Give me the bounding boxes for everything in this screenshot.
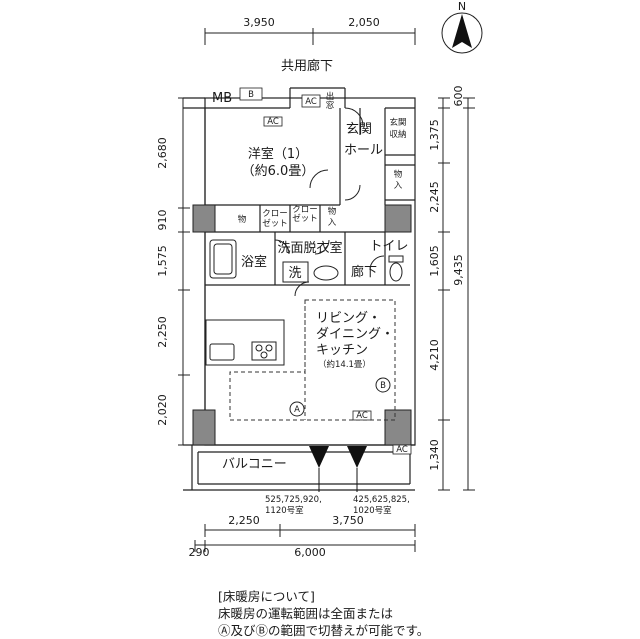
storage-label-2: 入 bbox=[394, 181, 403, 191]
units-right-2: 1020号室 bbox=[353, 505, 392, 516]
stove-icon bbox=[251, 341, 277, 361]
doors bbox=[274, 107, 385, 297]
kitchen bbox=[205, 319, 285, 366]
units-left-1: 525,725,920, bbox=[265, 495, 322, 505]
north-compass bbox=[441, 12, 483, 54]
columns bbox=[192, 204, 412, 446]
mb-label: MB bbox=[212, 91, 232, 106]
dim-top-1: 3,950 bbox=[243, 16, 275, 29]
balcony-label: バルコニー bbox=[222, 457, 287, 472]
ac-label-4: AC bbox=[396, 445, 408, 455]
note-heading: [床暖房について] bbox=[218, 589, 315, 604]
dim-right-1: 1,375 bbox=[428, 119, 441, 151]
zone-b-label: B bbox=[380, 381, 386, 391]
hall-label: ホール bbox=[344, 143, 383, 158]
dim-left-4: 2,250 bbox=[156, 316, 169, 348]
closet-label-1b: ゼット bbox=[262, 218, 288, 229]
washroom-label: 洗面脱衣室 bbox=[277, 240, 342, 256]
toilet-icon bbox=[388, 255, 404, 282]
genkan-storage-label-2: 収納 bbox=[389, 129, 406, 140]
dim-left-2: 910 bbox=[156, 210, 169, 231]
dimension-lines bbox=[178, 28, 475, 552]
sink-icon bbox=[209, 343, 235, 361]
dim-left-5: 2,020 bbox=[156, 394, 169, 426]
storage-small-label: 物 bbox=[238, 214, 247, 225]
floor-heating-zones bbox=[229, 299, 396, 421]
ldk-label-2: ダイニング・ bbox=[316, 327, 394, 342]
zone-a-label: A bbox=[294, 405, 300, 415]
corridor-label: 共用廊下 bbox=[281, 58, 333, 74]
closet-label-2a: クロー bbox=[292, 205, 318, 215]
units-left-2: 1120号室 bbox=[265, 505, 304, 516]
rouka-label: 廊下 bbox=[351, 264, 377, 280]
storage-mini-label-1: 物 bbox=[328, 206, 337, 217]
storage-mini-label-2: 入 bbox=[328, 218, 337, 228]
window-label: 窓 bbox=[326, 100, 335, 111]
toilet-label: トイレ bbox=[369, 239, 408, 254]
genkan-storage-label-1: 玄関 bbox=[389, 117, 406, 128]
dim-right-3: 1,605 bbox=[428, 245, 441, 277]
note-line-2a: Ⓐ及び bbox=[218, 623, 256, 638]
dim-top-2: 2,050 bbox=[348, 16, 380, 29]
ldk-label-3: キッチン bbox=[316, 343, 368, 358]
western-room-label-2: （約6.0畳） bbox=[242, 164, 315, 179]
dim-right-5: 1,340 bbox=[428, 439, 441, 471]
dim-outer-1: 600 bbox=[452, 86, 465, 107]
b-label: B bbox=[248, 90, 254, 100]
wash-basin bbox=[282, 261, 339, 283]
dim-bottom-1: 2,250 bbox=[228, 514, 260, 527]
north-label: N bbox=[458, 0, 466, 13]
wash-label: 洗 bbox=[288, 266, 301, 281]
note-line-2b: Ⓑの範囲で切替えが可能です。 bbox=[255, 623, 430, 638]
dim-bottom-3: 290 bbox=[189, 546, 210, 559]
closet-label-2b: ゼット bbox=[292, 213, 318, 224]
ldk-label-4: （約14.1畳） bbox=[318, 359, 371, 370]
vent-leaders bbox=[318, 468, 358, 492]
floor-plan bbox=[178, 12, 483, 552]
ac-label: AC bbox=[267, 117, 279, 127]
dim-bottom-4: 6,000 bbox=[294, 546, 326, 559]
plan-labels: 3,950 2,050 2,680 910 1,575 2,250 2,020 … bbox=[156, 0, 466, 559]
dim-bottom-2: 3,750 bbox=[332, 514, 364, 527]
floor-heating-note: [床暖房について] 床暖房の運転範囲は全面または Ⓐ及びⒷの範囲で切替えが可能で… bbox=[218, 588, 429, 639]
ac-label-3: AC bbox=[356, 411, 368, 421]
dim-right-2: 2,245 bbox=[428, 181, 441, 213]
dim-outer-2: 9,435 bbox=[452, 254, 465, 286]
note-line-2: Ⓐ及びⒷの範囲で切替えが可能です。 bbox=[218, 622, 429, 639]
ac-boxes bbox=[239, 87, 412, 455]
bath-label: 浴室 bbox=[241, 254, 267, 270]
western-room-label-1: 洋室（1） bbox=[248, 146, 308, 162]
ac-label-2: AC bbox=[305, 97, 317, 107]
closet-label-1a: クロー bbox=[262, 209, 288, 219]
dim-left-1: 2,680 bbox=[156, 137, 169, 169]
genkan-label: 玄関 bbox=[346, 122, 372, 137]
vent-icons bbox=[309, 446, 367, 468]
dim-left-3: 1,575 bbox=[156, 245, 169, 277]
storage-label-1: 物 bbox=[394, 169, 403, 180]
exit-label: 出 bbox=[326, 91, 335, 102]
ldk-label-1: リビング・ bbox=[316, 311, 381, 326]
note-line-1: 床暖房の運転範囲は全面または bbox=[218, 606, 394, 621]
units-right-1: 425,625,825, bbox=[353, 495, 410, 505]
bathtub bbox=[209, 239, 237, 279]
walls bbox=[183, 87, 416, 491]
dim-right-4: 4,210 bbox=[428, 339, 441, 371]
